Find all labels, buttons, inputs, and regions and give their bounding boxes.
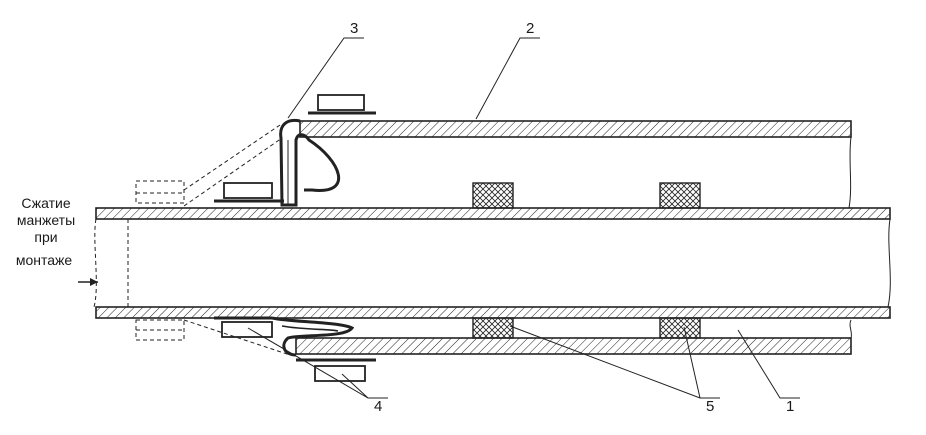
inner-pipe-top-wall — [95, 207, 891, 220]
annotation-line-3: при — [34, 229, 57, 245]
clamp-top-outer — [317, 94, 365, 111]
clamp-dashed-top — [135, 180, 185, 204]
outer-pipe-break-line — [848, 136, 852, 209]
inner-pipe-break-line — [887, 218, 891, 308]
inner-pipe-bottom-wall — [95, 306, 891, 319]
leader-5 — [509, 325, 720, 399]
clamp-top-inner — [223, 182, 273, 199]
cuff-top — [279, 118, 341, 207]
callout-1: 1 — [786, 398, 794, 415]
spacer-bottom-2 — [659, 317, 701, 339]
callout-3: 3 — [350, 20, 358, 37]
outer-pipe-bottom-wall — [295, 337, 852, 355]
leader-1 — [737, 329, 800, 399]
callout-4: 4 — [374, 398, 382, 415]
spacer-bottom-1 — [472, 317, 514, 339]
clamp-bottom-inner — [221, 321, 273, 338]
annotation-line-4: монтаже — [16, 252, 73, 268]
annotation-line-1: Сжатие — [21, 195, 70, 211]
outer-pipe-top-wall — [299, 120, 852, 138]
callout-5: 5 — [706, 398, 714, 415]
callout-2: 2 — [526, 20, 534, 37]
clamp-bottom-outer — [314, 365, 366, 382]
leader-4 — [247, 327, 388, 399]
spacer-top-1 — [472, 182, 514, 209]
leader-2 — [475, 37, 540, 120]
cuff-bottom — [271, 316, 355, 357]
spacer-top-2 — [659, 182, 701, 209]
inner-pipe-left-dashed-edge — [93, 218, 97, 308]
annotation-line-2: манжеты — [17, 212, 75, 228]
leader-3 — [287, 37, 364, 119]
